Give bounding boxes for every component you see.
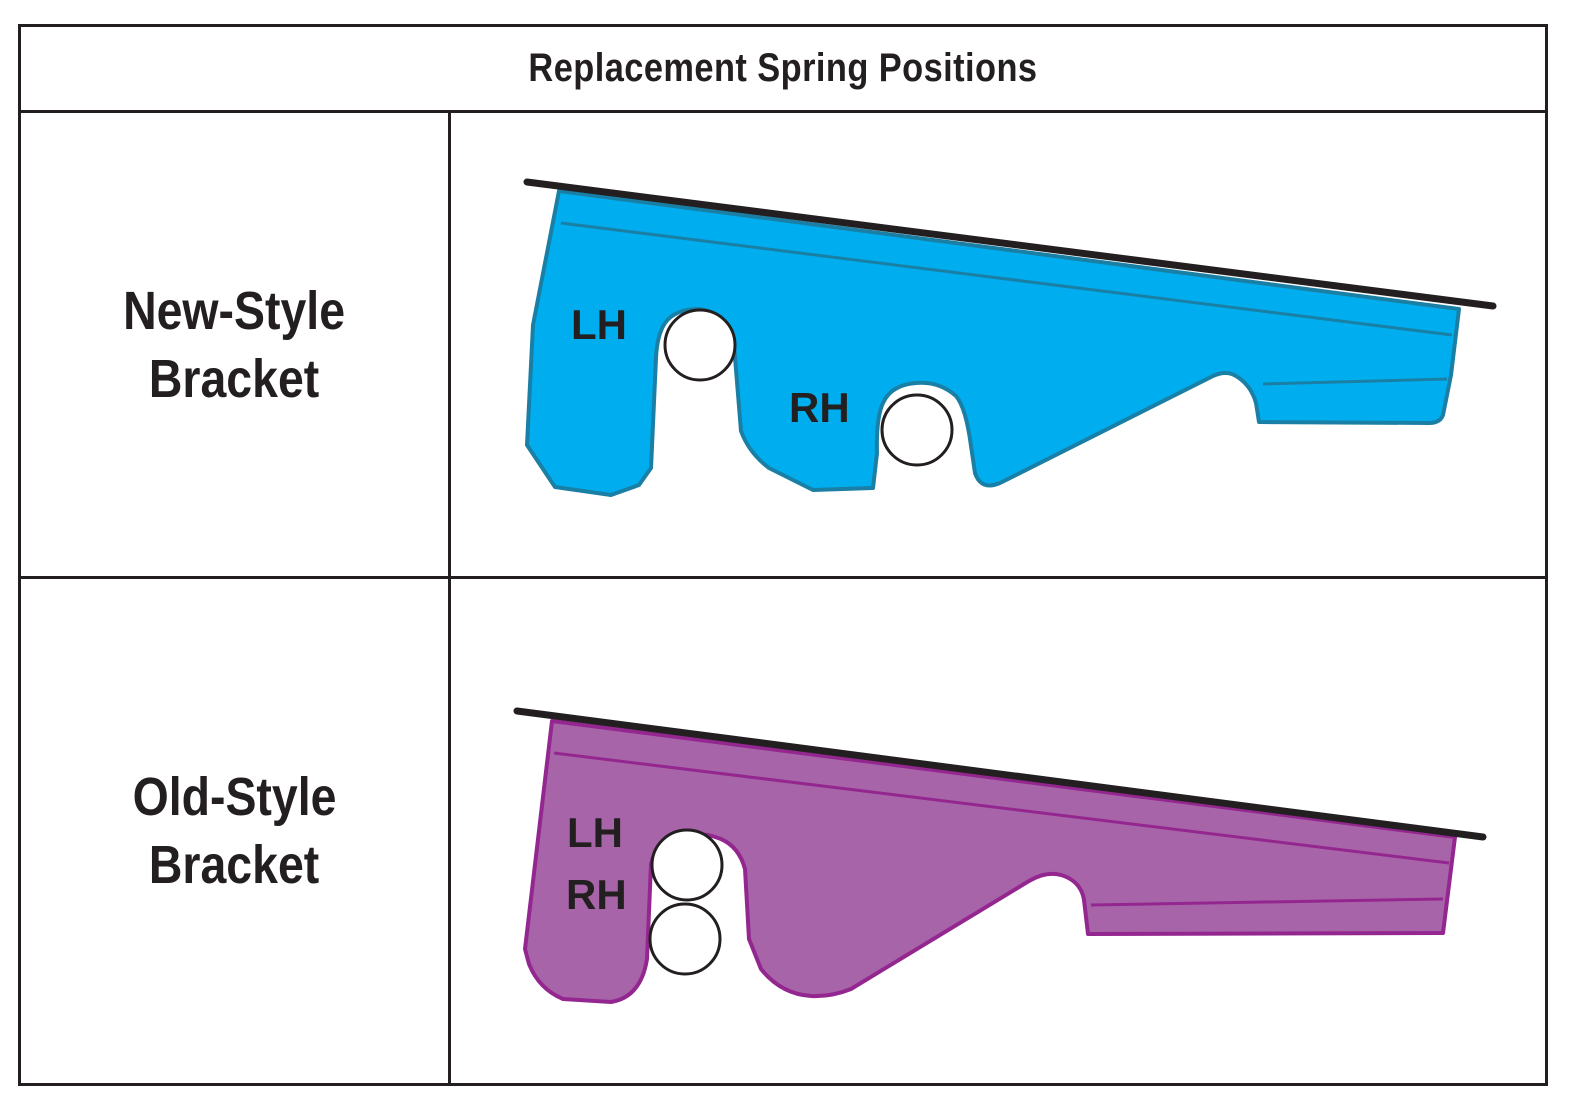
old-style-diagram-cell: LH RH	[451, 579, 1545, 1083]
rh-label: RH	[789, 384, 850, 431]
lh-label: LH	[567, 809, 623, 856]
lh-spring-circle	[663, 308, 737, 382]
old-style-bracket-shape	[523, 719, 1457, 1004]
old-style-upper-edge-line	[553, 751, 1450, 865]
old-style-bracket-diagram: LH RH	[513, 707, 1487, 1004]
new-style-diagram-cell: LH RH	[451, 113, 1545, 576]
row-old-style: Old-Style Bracket LH RH	[21, 579, 1545, 1083]
spring-positions-table: Replacement Spring Positions New-Style B…	[18, 24, 1548, 1086]
row-label-cell: New-Style Bracket	[21, 113, 451, 576]
lh-spring-circle	[650, 828, 724, 902]
old-style-lower-edge-line	[1090, 897, 1444, 907]
new-style-bracket-shape	[525, 189, 1461, 497]
new-style-lower-edge-line	[1262, 377, 1448, 386]
table-title: Replacement Spring Positions	[528, 46, 1038, 90]
row-label-line2: Bracket	[149, 835, 320, 895]
new-style-bracket-diagram: LH RH	[523, 178, 1497, 497]
row-label-cell: Old-Style Bracket	[21, 579, 451, 1083]
title-row: Replacement Spring Positions	[21, 27, 1545, 113]
new-style-upper-edge-line	[560, 221, 1453, 337]
row-label-line1: Old-Style	[132, 767, 337, 827]
lh-label: LH	[571, 301, 627, 348]
rh-spring-circle	[648, 902, 722, 976]
rh-label: RH	[566, 871, 627, 918]
row-label-line1: New-Style	[123, 280, 346, 341]
rh-spring-circle	[880, 393, 954, 467]
old-style-top-rail	[513, 707, 1487, 841]
row-label-line2: Bracket	[149, 348, 320, 409]
row-new-style: New-Style Bracket LH RH	[21, 113, 1545, 579]
new-style-top-rail	[523, 178, 1497, 310]
